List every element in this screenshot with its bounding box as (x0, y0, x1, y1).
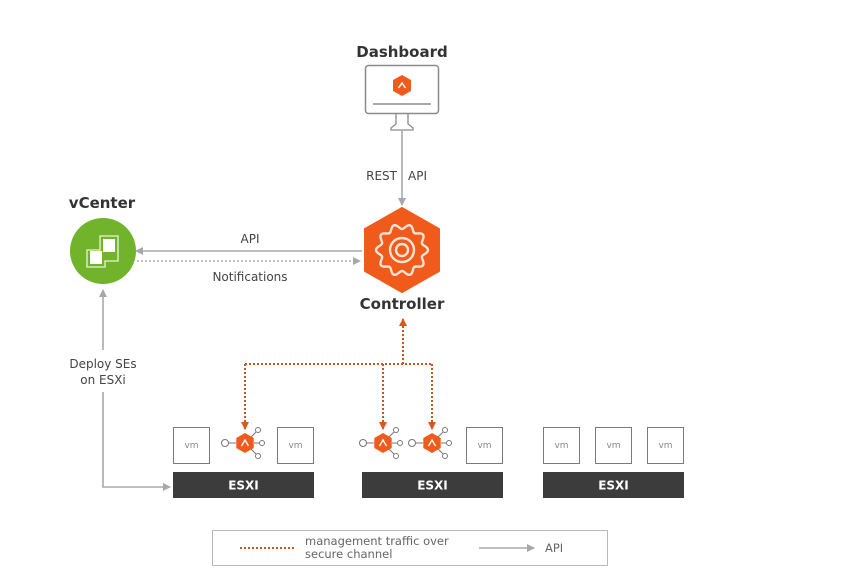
legend: management traffic over secure channel A… (212, 530, 608, 566)
vcenter-label: vCenter (69, 194, 136, 212)
vm-label: vm (606, 441, 620, 451)
deploy-arrow-to-esxi (102, 392, 171, 491)
dashboard-monitor-icon (364, 64, 440, 131)
esxi-bar: ESXI (543, 472, 684, 498)
management-traffic-lines (241, 318, 436, 430)
service-engine-icon (408, 427, 452, 459)
vm-label: vm (477, 441, 491, 451)
vm-box: vm (595, 427, 632, 464)
deploy-label-line1: Deploy SEs (69, 357, 136, 371)
vcenter-icon (70, 218, 136, 284)
rest-label: REST (366, 169, 398, 183)
legend-api-label: API (545, 541, 563, 555)
vm-box: vm (543, 427, 580, 464)
service-engine-icon (221, 427, 265, 459)
esxi-label: ESXI (228, 479, 259, 493)
vm-label: vm (184, 441, 198, 451)
avi-logo-icon (393, 75, 411, 96)
api-label-vcenter: API (241, 232, 260, 246)
esxi-bar: ESXI (362, 472, 503, 498)
vm-box: vm (277, 427, 314, 464)
controller-icon (364, 207, 440, 293)
vm-label: vm (658, 441, 672, 451)
vm-box: vm (647, 427, 684, 464)
vm-box: vm (466, 427, 503, 464)
vm-label: vm (554, 441, 568, 451)
controller-label: Controller (360, 295, 445, 313)
deploy-label-line2: on ESXi (80, 373, 126, 387)
esxi-bar: ESXI (173, 472, 314, 498)
gear-icon (374, 223, 430, 277)
legend-mgmt-line2: secure channel (305, 547, 392, 561)
vm-box: vm (173, 427, 210, 464)
legend-mgmt-line1: management traffic over (305, 534, 449, 548)
esxi-label: ESXI (598, 479, 629, 493)
esxi-label: ESXI (417, 479, 448, 493)
vm-label: vm (288, 441, 302, 451)
notifications-label: Notifications (212, 270, 287, 284)
service-engine-icon (359, 427, 403, 459)
api-label-rest: API (408, 169, 427, 183)
dashboard-label: Dashboard (356, 43, 447, 61)
